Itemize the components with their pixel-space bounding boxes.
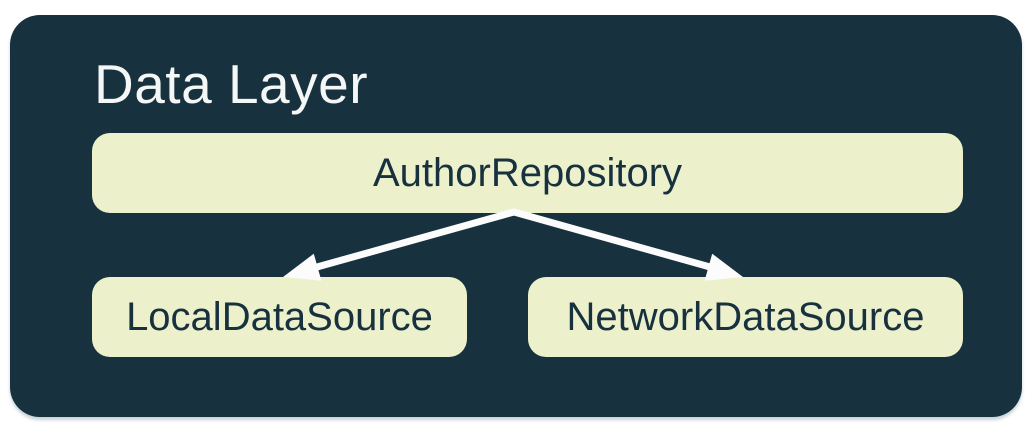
node-author-repository-label: AuthorRepository [372, 151, 683, 195]
node-local-data-source: LocalDataSource [92, 277, 467, 357]
diagram-title: Data Layer [94, 53, 369, 115]
node-network-data-source-label: NetworkDataSource [566, 295, 925, 339]
node-local-data-source-label: LocalDataSource [126, 295, 433, 339]
node-author-repository: AuthorRepository [92, 133, 963, 213]
node-network-data-source: NetworkDataSource [528, 277, 963, 357]
